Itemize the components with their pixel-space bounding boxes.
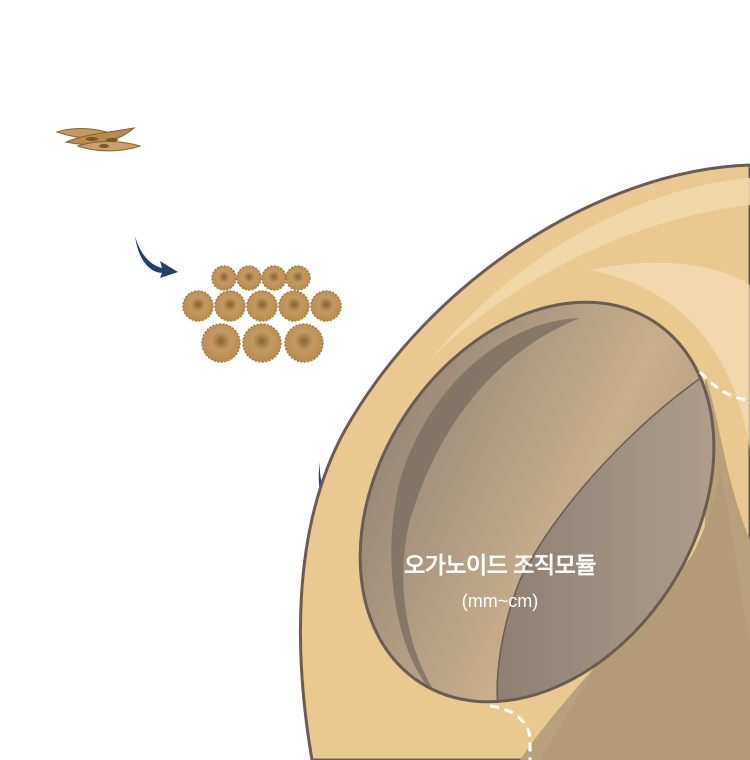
module-size: (mm~cm) <box>461 591 539 611</box>
spheroid-cluster-icon <box>182 265 342 363</box>
elongated-cells-icon <box>55 127 142 152</box>
tissue-module-icon <box>298 163 750 760</box>
module-label: 오가노이드 조직모듈 (mm~cm) <box>370 548 630 616</box>
curved-arrow-icon <box>135 236 178 278</box>
module-title: 오가노이드 조직모듈 <box>404 552 596 578</box>
